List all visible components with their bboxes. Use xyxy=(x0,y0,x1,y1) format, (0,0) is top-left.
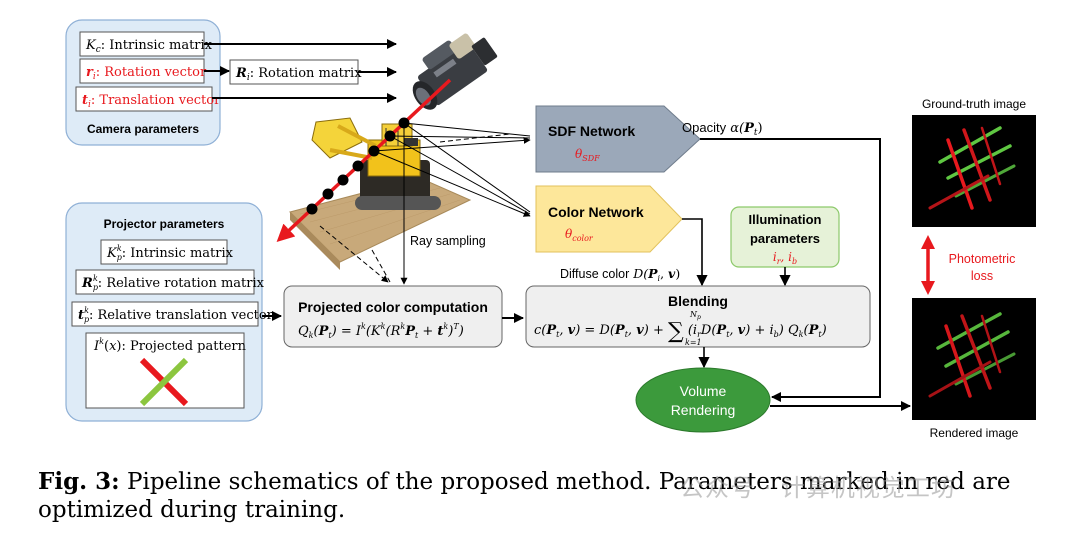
projector-rel-translation-box xyxy=(71,301,259,327)
color-network-title: Color Network xyxy=(548,204,644,220)
sdf-network-param: θSDF xyxy=(575,147,600,163)
projector-parameters-title: Projector parameters xyxy=(104,217,225,231)
sdf-network-block xyxy=(535,105,701,173)
pipeline-diagram: Kc: Intrinsic matrix ri: Rotation vector… xyxy=(65,19,1036,440)
projected-pattern-text: Ik(x): Projected pattern xyxy=(93,337,247,354)
photometric-loss-line2: loss xyxy=(971,269,993,283)
ray-sample-points xyxy=(306,117,410,215)
projector-rel-rotation-text: Rpk: Relative rotation matrix xyxy=(81,274,265,292)
color-network-block xyxy=(535,185,683,253)
ground-truth-image xyxy=(912,115,1036,227)
camera-intrinsic-text: Kc: Intrinsic matrix xyxy=(85,38,213,55)
ray-sampling-label: Ray sampling xyxy=(410,234,486,248)
arrow-opacity-to-rendering xyxy=(700,138,881,402)
bulldozer-scene-image xyxy=(289,117,472,270)
camera-intrinsic-box xyxy=(79,31,205,57)
projector-rel-rotation-box xyxy=(75,269,255,295)
projected-color-equation: Qk(Pt) = Ik(Kk(RkPt + tk)T) xyxy=(298,322,464,340)
blending-block xyxy=(525,285,871,348)
rendered-image-label: Rendered image xyxy=(930,426,1019,440)
watermark: 公众号 · 计算机视觉工坊 xyxy=(680,474,956,502)
ground-truth-label: Ground-truth image xyxy=(922,97,1026,111)
volume-rendering-line1: Volume xyxy=(680,383,727,399)
blending-sum-lower: k=1 xyxy=(685,338,702,347)
blending-sum-upper: Np xyxy=(689,310,701,321)
camera-parameters-title: Camera parameters xyxy=(87,122,199,136)
volume-rendering-line2: Rendering xyxy=(671,402,736,418)
camera-translation-vector-text: ti: Translation vector xyxy=(82,93,221,110)
blending-title: Blending xyxy=(668,293,728,309)
projected-color-block xyxy=(283,285,503,348)
volume-rendering-block xyxy=(635,367,771,433)
rotation-matrix-box xyxy=(229,59,359,85)
projected-color-title: Projected color computation xyxy=(298,299,488,315)
rendered-image xyxy=(912,298,1036,420)
camera-rotation-vector-box xyxy=(79,58,205,84)
arrow-color-to-blending xyxy=(682,218,708,287)
ray-sample-point xyxy=(337,174,349,186)
projector-intrinsic-text: Kpk: Intrinsic matrix xyxy=(106,244,234,262)
sample-to-network-lines xyxy=(373,122,531,285)
dashed-line-from-projector-2 xyxy=(371,249,391,283)
illumination-title-1: Illumination xyxy=(749,212,822,227)
ray-sample-point xyxy=(352,160,364,172)
camera-translation-vector-box xyxy=(75,86,213,112)
diffuse-color-label: Diffuse color D(Pi, v) xyxy=(560,266,680,283)
figure-caption: Fig. 3: Pipeline schematics of the propo… xyxy=(38,468,1078,524)
caption-figure-number: Fig. 3: xyxy=(38,468,120,495)
ray-sample-point xyxy=(322,188,334,200)
ray-sample-point xyxy=(306,203,318,215)
color-network-param: θcolor xyxy=(565,227,594,243)
projector-rel-translation-text: tpk: Relative translation vector xyxy=(78,306,274,324)
dashed-line-to-sdf xyxy=(439,133,511,143)
camera-icon xyxy=(412,33,498,110)
caption-text: Pipeline schematics of the proposed meth… xyxy=(38,469,1011,523)
camera-rotation-vector-text: ri: Rotation vector xyxy=(86,65,207,82)
dashed-line-from-projector xyxy=(319,225,389,283)
sdf-network-title: SDF Network xyxy=(548,123,635,139)
projected-pattern-cross-icon xyxy=(139,357,189,407)
illumination-title-2: parameters xyxy=(750,231,820,246)
rotation-matrix-text: Ri: Rotation matrix xyxy=(235,66,362,83)
photometric-loss-line1: Photometric xyxy=(949,252,1016,266)
projected-pattern-box xyxy=(85,332,245,409)
opacity-label: Opacity α(Pt) xyxy=(682,120,763,138)
projector-intrinsic-box xyxy=(100,239,228,265)
